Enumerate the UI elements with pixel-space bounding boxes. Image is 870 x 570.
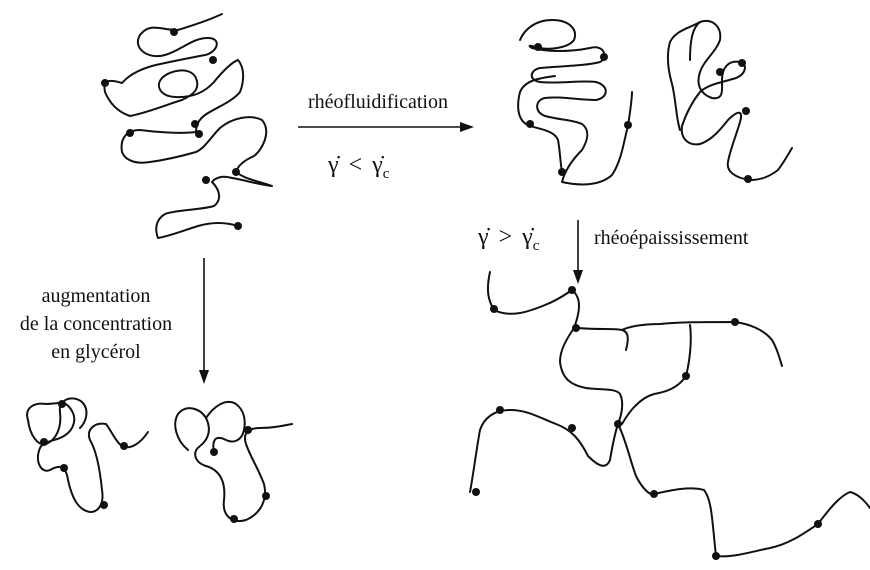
monomer-dot [568,286,576,294]
monomer-dot [490,305,498,313]
monomer-dot [234,222,242,230]
extended-chains-network [469,271,870,560]
folded-chain-right [666,20,793,183]
monomer-dot [232,168,240,176]
shear-rate-symbol: γ̇ [327,152,341,178]
monomer-dot [202,176,210,184]
monomer-dot [195,130,203,138]
shear-thinning-label: rhéofluidification [308,91,448,113]
monomer-dot [496,406,504,414]
critical-subscript: c [533,238,540,254]
monomer-dot [40,438,48,446]
monomer-dot [60,464,68,472]
monomer-dot [100,501,108,509]
monomer-dot [170,28,178,36]
shear-thinning-condition: γ̇<γ̇c [327,152,390,182]
critical-shear-rate-symbol: γ̇ [521,224,535,250]
monomer-dot [534,43,542,51]
monomer-dot [738,59,746,67]
monomer-dot [101,79,109,87]
critical-shear-rate-symbol: γ̇ [371,152,385,178]
monomer-dot [244,426,252,434]
monomer-dot [731,318,739,326]
glycerol-label-line-2: de la concentration [20,313,172,335]
compact-chain-left [26,397,149,513]
monomer-dot [472,488,480,496]
monomer-dot [558,168,566,176]
monomer-dot [210,448,218,456]
shear-thinning-arrow [298,122,474,132]
monomer-dot [682,372,690,380]
monomer-dot [58,400,66,408]
folded-chain-left [517,19,633,186]
monomer-dot [262,492,270,500]
shear-thickening-label: rhéoépaississement [594,227,749,249]
relation-symbol: < [349,152,363,178]
monomer-dot [614,420,622,428]
monomer-dot [712,552,720,560]
glycerol-label-line-1: augmentation [42,285,151,307]
monomer-dot [126,129,134,137]
shear-rate-symbol: γ̇ [477,224,491,250]
monomer-dot [526,120,534,128]
monomer-dot [572,324,580,332]
monomer-dot [716,68,724,76]
monomer-dot [744,175,752,183]
monomer-dot [209,56,217,64]
glycerol-label-line-3: en glycérol [51,341,141,363]
monomer-dot [624,121,632,129]
monomer-dot [120,442,128,450]
shear-thickening-condition: γ̇>γ̇c [477,224,540,254]
monomer-dot [742,107,750,115]
glycerol-arrow [199,258,209,384]
critical-subscript: c [383,166,390,182]
monomer-dot [230,515,238,523]
relation-symbol: > [499,224,513,250]
coiled-chain-rest [101,13,273,239]
monomer-dot [568,424,576,432]
compact-chain-right [174,400,293,523]
shear-thickening-arrow [573,220,583,284]
monomer-dot [191,120,199,128]
monomer-dot [600,53,608,61]
monomer-dot [650,490,658,498]
monomer-dot [814,520,822,528]
